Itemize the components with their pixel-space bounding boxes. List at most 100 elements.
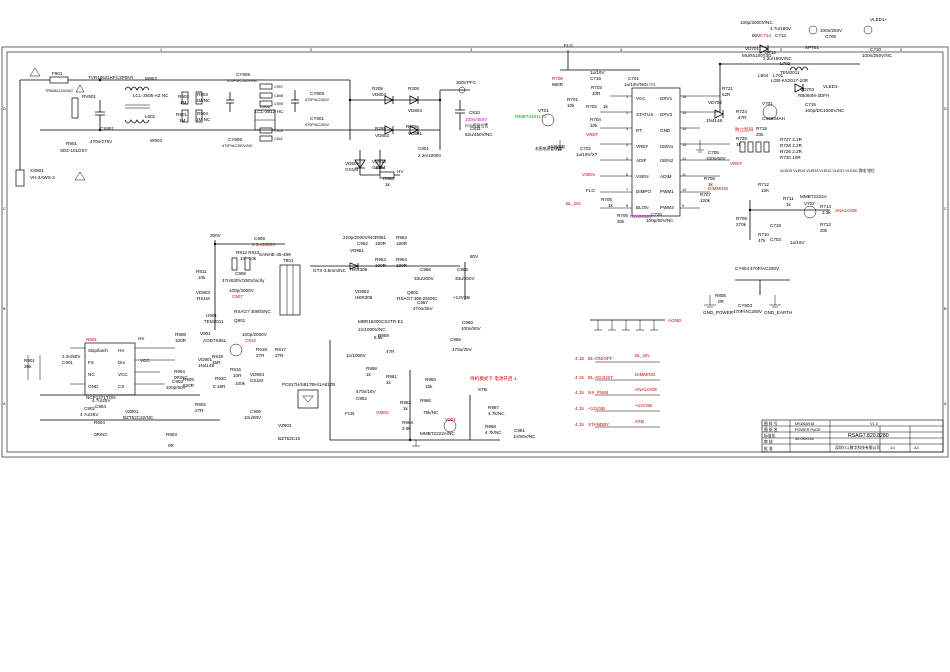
- vz902-ref: VZ902: [278, 423, 292, 428]
- vled-n: VLED1-: [823, 84, 840, 89]
- r920-ref: R920: [215, 376, 226, 381]
- c955-ref: C955: [457, 267, 468, 272]
- r721-ref: R721: [722, 86, 733, 91]
- svg-text:14: 14: [682, 127, 686, 131]
- r902-ref: R902: [178, 94, 189, 99]
- r966-val: 75k/NC: [423, 410, 439, 415]
- svg-text:C909: C909: [274, 102, 283, 106]
- cy906-ref: CY906: [228, 137, 242, 142]
- r808-ref: R808: [383, 176, 394, 181]
- r917-val: 27R: [275, 353, 284, 358]
- connector-signal-list: 4.15 BL-ON/OFF BL_EN 4.15 BL-ADJUST DIMM…: [575, 353, 660, 428]
- r901-ref: R901: [66, 141, 77, 146]
- r952-ref: R952: [396, 235, 407, 240]
- r967-ref: R967: [488, 405, 499, 410]
- pin-blon: BLON: [636, 205, 649, 210]
- r710-val: 47k: [758, 238, 766, 243]
- u901-ref: U901: [206, 313, 217, 318]
- pin-adif: ADIF: [636, 158, 647, 163]
- zone-B: B: [3, 307, 6, 311]
- c912-val: 100p/2000V: [242, 332, 268, 337]
- sig4-name: +12VSB: [588, 406, 605, 411]
- c961-ref: C961: [514, 428, 525, 433]
- vt01-ref: VT01: [538, 108, 549, 113]
- r726: R726 2.2R: [780, 149, 803, 154]
- r901c-ref: R901: [24, 358, 35, 363]
- r953-val: 100R: [375, 263, 387, 268]
- r918-val: 27R: [256, 353, 265, 358]
- ic-name: R2A20121: [630, 214, 652, 219]
- v300-net: 300V: [210, 233, 222, 238]
- r959-val: 6.8k: [374, 335, 383, 340]
- c955-val: 33u/200V: [455, 276, 476, 281]
- r920-val: 0.18R: [213, 384, 226, 389]
- r903-ref: R903: [197, 92, 208, 97]
- varistor-ref: RV901: [82, 94, 96, 99]
- vd953-val: MBR16200CS2TR-E1: [358, 319, 404, 324]
- c907-ref: C907: [232, 294, 243, 299]
- c956-ref: C956: [420, 267, 431, 272]
- vd804: VD804: [408, 108, 422, 113]
- r915-val: 10R: [233, 373, 242, 378]
- zone-A-right: A: [944, 402, 947, 406]
- n901-ref: N901: [86, 337, 97, 342]
- cy908-ref: CY908: [310, 91, 324, 96]
- tb-version: V1.0: [870, 422, 878, 426]
- sig2-name: BL-ADJUST: [588, 375, 613, 380]
- r809: R809: [406, 124, 417, 129]
- cy905-val: 470P/AC250V/NC: [227, 79, 258, 83]
- boost-stage: 100p/2000V/NC 80V 4.7u/160V C714 C713 C7…: [706, 17, 893, 245]
- mmbt-note: MMBT4401LT1: [515, 114, 547, 119]
- c715-val: 100p/DC1000V/NC: [805, 108, 845, 113]
- r904-ref: R904: [197, 111, 208, 116]
- zone-letters-side: D C B A D C B A: [3, 107, 947, 406]
- ground-section: CY904 470P/AC250V R805 0R CY803 470P/AC2…: [590, 266, 792, 331]
- r711-val: 1k: [786, 202, 792, 207]
- drawing-inner-border: [6, 51, 944, 453]
- vd903-val: RS1M: [197, 296, 210, 301]
- c909-val: 2.2n/1000V: [252, 242, 276, 247]
- r706-ref: R706: [552, 76, 563, 81]
- vd951-val: HER308: [350, 267, 368, 272]
- c952-val: 220p/2000V/NC: [343, 235, 376, 240]
- vd952-ref: VD952: [355, 289, 369, 294]
- r954-ref: R954: [396, 257, 407, 262]
- tb-model: MSD6A918: [795, 422, 814, 426]
- r901b-val: 1M: [179, 118, 186, 123]
- c801-val: 2.2n/1000V: [418, 153, 442, 158]
- sig1-pin: 4.15: [575, 356, 584, 361]
- flyback-primary: 300V C909 2.2n/1000V R912 R913 10k 10k R…: [24, 233, 335, 448]
- r915-ref: R915: [230, 367, 241, 372]
- pin-adim: ADIM: [660, 174, 672, 179]
- xp701-ref: XP701: [805, 45, 819, 50]
- r951-ref: R951: [375, 235, 386, 240]
- r719-ref: R719: [756, 126, 767, 131]
- vd703-val: RB060M-3DFH: [798, 93, 829, 98]
- c702-ref: C702: [580, 146, 591, 151]
- c709-ref: C709: [825, 34, 836, 39]
- svg-text:8: 8: [626, 204, 628, 208]
- r906-val: 100p/2000V: [229, 288, 255, 293]
- vd803: VD803: [372, 92, 386, 97]
- cy906-val: 470P/AC250V/NC: [222, 144, 253, 148]
- vd802: VD802: [375, 133, 389, 138]
- vz901-ref: VZ901: [125, 409, 139, 414]
- r904c-ref: R904: [94, 420, 105, 425]
- r905-ref: R905: [183, 377, 194, 382]
- r727: R727 2.2R: [780, 137, 803, 142]
- drawing-border: [1, 46, 949, 458]
- r702-val: 1k: [603, 104, 609, 109]
- r708-ref: R708: [704, 176, 715, 181]
- r967-val: 4.7k/NC: [488, 411, 505, 416]
- c702-val: 1u/16V/X7: [576, 152, 598, 157]
- c901c-ref: C901: [62, 360, 73, 365]
- c904-val: 4.7u/25V: [92, 398, 111, 403]
- r729-ref: R729: [736, 136, 747, 141]
- c908-ref: C908: [235, 271, 246, 276]
- c710-val: 100n/250V/NC: [862, 53, 893, 58]
- vled-p: VLED1+: [870, 17, 888, 22]
- pcb-note: PCB预留位置: [465, 123, 488, 128]
- n901-name: NCP1271TON: [86, 395, 116, 400]
- bl-en-net: BL_EN: [566, 201, 581, 206]
